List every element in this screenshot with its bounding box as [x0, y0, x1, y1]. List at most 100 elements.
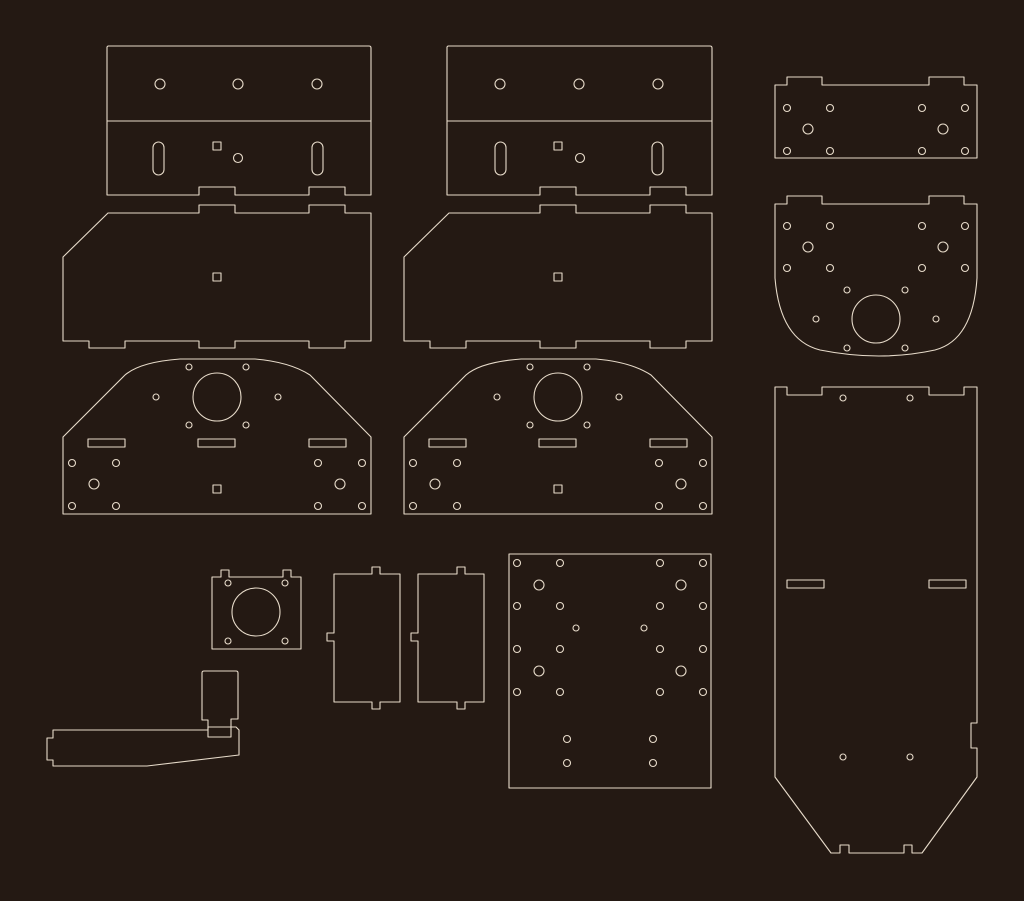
mount-hole — [555, 601, 565, 611]
mount-hole — [917, 146, 927, 156]
mount-hole — [648, 734, 658, 744]
square-hole — [553, 272, 563, 282]
mount-hole — [152, 393, 160, 401]
mount-hole — [698, 458, 708, 468]
mount-hole — [311, 78, 323, 90]
mount-hole — [512, 558, 522, 568]
mount-hole — [901, 286, 909, 294]
part-outline — [46, 670, 240, 767]
slot — [152, 141, 165, 176]
square-hole — [212, 272, 222, 282]
mount-hole — [242, 421, 250, 429]
mount-hole — [782, 221, 792, 231]
mount-hole — [452, 501, 462, 511]
slot — [649, 438, 688, 448]
mount-hole — [937, 241, 949, 253]
mount-hole — [224, 579, 232, 587]
mount-hole — [839, 394, 847, 402]
base-plate — [774, 386, 978, 854]
mount-hole — [281, 637, 289, 645]
mount-hole — [429, 478, 441, 490]
part-outline — [211, 569, 302, 650]
hole-plate — [508, 553, 712, 789]
mount-hole — [698, 601, 708, 611]
mount-hole — [640, 624, 648, 632]
motor-hole — [231, 587, 281, 637]
mount-hole — [782, 263, 792, 273]
top-plate — [774, 76, 978, 159]
mount-hole — [655, 644, 665, 654]
arm-link — [46, 670, 240, 767]
mount-hole — [512, 601, 522, 611]
mount-hole — [512, 644, 522, 654]
mount-hole — [185, 363, 193, 371]
mount-hole — [960, 103, 970, 113]
mount-hole — [782, 103, 792, 113]
mount-hole — [493, 393, 501, 401]
part-outline — [403, 204, 713, 349]
motor-plate-left — [62, 358, 372, 515]
bracket-b — [410, 566, 485, 710]
side-plate-left — [62, 204, 372, 349]
side-box-right — [446, 45, 713, 196]
motor-hole — [533, 372, 583, 422]
mount-hole — [901, 344, 909, 352]
mount-hole — [782, 146, 792, 156]
mount-hole — [274, 393, 282, 401]
slot — [207, 726, 232, 738]
mount-hole — [313, 458, 323, 468]
mount-hole — [932, 315, 940, 323]
mount-hole — [698, 644, 708, 654]
mount-hole — [652, 78, 664, 90]
mount-hole — [906, 753, 914, 761]
mount-hole — [111, 501, 121, 511]
slot — [786, 579, 825, 589]
part-outline — [774, 195, 978, 357]
mount-hole — [812, 315, 820, 323]
motor-mount-plate — [774, 195, 978, 357]
mount-hole — [583, 421, 591, 429]
motor-hole — [192, 372, 242, 422]
slot — [928, 579, 967, 589]
mount-hole — [655, 687, 665, 697]
part-outline — [410, 566, 485, 710]
mount-hole — [825, 146, 835, 156]
mount-hole — [654, 501, 664, 511]
mount-hole — [67, 501, 77, 511]
mount-hole — [675, 665, 687, 677]
mount-hole — [357, 458, 367, 468]
mount-hole — [334, 478, 346, 490]
mount-hole — [960, 146, 970, 156]
slot — [494, 141, 507, 176]
mount-hole — [185, 421, 193, 429]
square-hole — [212, 484, 222, 494]
mount-hole — [906, 394, 914, 402]
mount-hole — [572, 624, 580, 632]
mount-hole — [111, 458, 121, 468]
square-hole — [553, 484, 563, 494]
mount-hole — [802, 123, 814, 135]
part-outline — [403, 358, 713, 515]
small-motor-bracket — [211, 569, 302, 650]
mount-hole — [533, 579, 545, 591]
mount-hole — [825, 263, 835, 273]
part-outline — [508, 553, 712, 789]
mount-hole — [802, 241, 814, 253]
mount-hole — [494, 78, 506, 90]
mount-hole — [648, 758, 658, 768]
mount-hole — [562, 734, 572, 744]
square-hole — [212, 141, 222, 151]
side-box-left — [106, 45, 372, 196]
mount-hole — [452, 458, 462, 468]
mount-hole — [698, 687, 708, 697]
part-outline — [62, 358, 372, 515]
mount-hole — [573, 78, 585, 90]
mount-hole — [408, 501, 418, 511]
mount-hole — [698, 558, 708, 568]
slot — [428, 438, 467, 448]
part-outline — [62, 204, 372, 349]
mount-hole — [675, 478, 687, 490]
motor-hole — [851, 294, 901, 344]
mount-hole — [555, 687, 565, 697]
